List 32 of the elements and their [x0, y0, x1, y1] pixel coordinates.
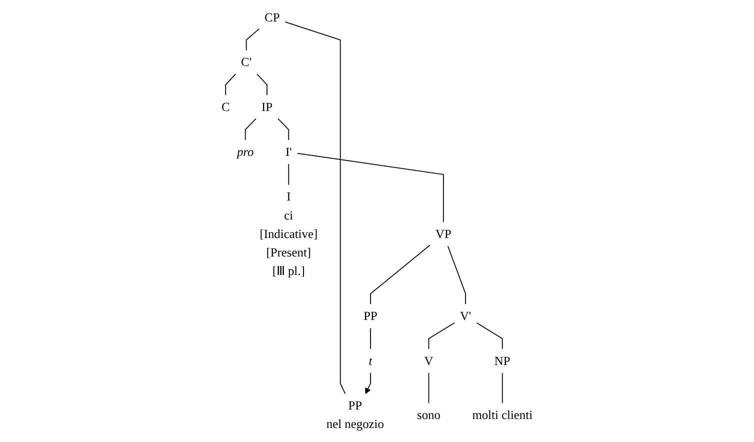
node-text: NP [494, 354, 510, 368]
node-text: CP [264, 10, 280, 24]
node-text: I ci [Indicative] [Present] [Ⅲ pl.] [260, 190, 318, 278]
connector [225, 74, 236, 96]
node-text: PP [364, 308, 378, 323]
connector [502, 372, 503, 404]
node-text: t [368, 354, 372, 368]
connector [370, 244, 430, 305]
connector [256, 74, 268, 96]
node-text: C [221, 100, 230, 114]
connector [428, 372, 430, 404]
node-text: I' [285, 144, 292, 159]
connector [447, 246, 466, 305]
connector [284, 21, 346, 394]
node-text: VP [436, 226, 452, 241]
node-text: C' [241, 55, 252, 69]
node-text: V' [460, 308, 472, 323]
connector [296, 152, 444, 222]
arrow [365, 372, 371, 394]
connector [278, 118, 290, 140]
node-text: V [424, 354, 434, 368]
node-text: IP [261, 100, 273, 114]
connector [370, 328, 371, 350]
node-text: sono [417, 408, 440, 422]
connector [288, 164, 290, 186]
connector [244, 118, 256, 140]
node-text: molti clienti [472, 408, 533, 422]
connector [428, 322, 455, 350]
node-text: PP nel negozio [326, 398, 384, 431]
connector [476, 322, 503, 350]
connector [246, 28, 260, 51]
node-text: pro [236, 144, 254, 159]
